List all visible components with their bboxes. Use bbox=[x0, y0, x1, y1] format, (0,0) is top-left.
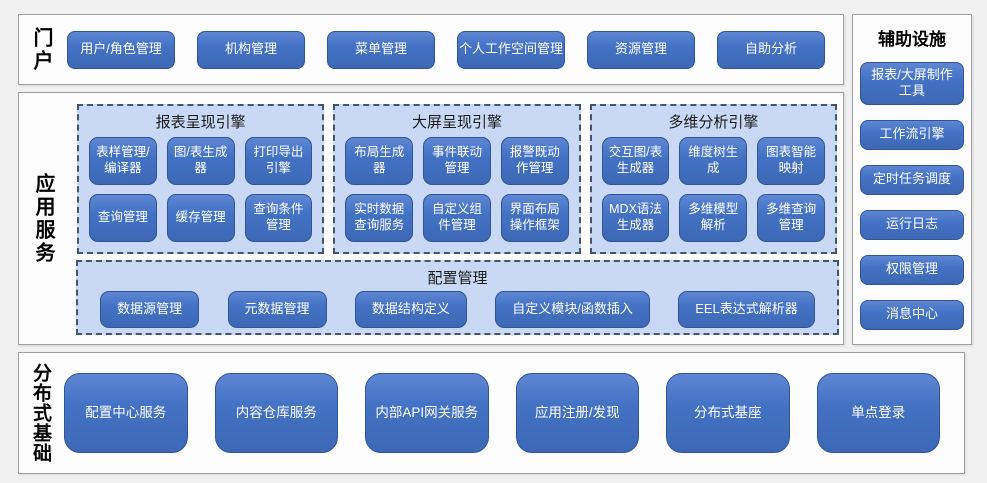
node-multidim-query-mgmt: 多维查询管理 bbox=[757, 194, 825, 242]
node-cache-mgmt: 缓存管理 bbox=[166, 194, 235, 242]
distributed-foundation-label: 分布式基础 bbox=[30, 363, 51, 463]
node-scheduled-task-dispatch: 定时任务调度 bbox=[860, 164, 964, 195]
portal-section: 门户 用户/角色管理 机构管理 菜单管理 个人工作空间管理 资源管理 自助分析 bbox=[18, 14, 844, 85]
node-single-sign-on: 单点登录 bbox=[816, 373, 940, 453]
node-app-registration-discovery: 应用注册/发现 bbox=[515, 373, 639, 453]
node-datasource-mgmt: 数据源管理 bbox=[100, 291, 200, 328]
node-config-center-service: 配置中心服务 bbox=[64, 373, 188, 453]
olap-analysis-engine-grid: 交互图/表生成器 维度树生成 图表智能映射 MDX语法生成器 多维模型解析 多维… bbox=[592, 135, 835, 252]
node-workflow-engine: 工作流引擎 bbox=[860, 119, 964, 150]
portal-section-label: 门户 bbox=[30, 26, 52, 73]
distributed-button-row: 配置中心服务 内容仓库服务 内部API网关服务 应用注册/发现 分布式基座 单点… bbox=[64, 373, 940, 453]
node-personal-workspace-mgmt: 个人工作空间管理 bbox=[457, 30, 565, 69]
node-print-export-engine: 打印导出引擎 bbox=[244, 137, 313, 185]
dashboard-render-engine-panel: 大屏呈现引擎 布局生成器 事件联动管理 报警既动作管理 实时数据查询服务 自定义… bbox=[333, 104, 581, 254]
node-dimension-tree-generation: 维度树生成 bbox=[679, 137, 748, 185]
node-custom-module-function-insert: 自定义模块/函数插入 bbox=[495, 291, 650, 328]
report-render-engine-panel: 报表呈现引擎 表样管理/编译器 图/表生成器 打印导出引擎 查询管理 缓存管理 … bbox=[77, 104, 325, 254]
dashboard-render-engine-title: 大屏呈现引擎 bbox=[411, 114, 502, 131]
portal-button-row: 用户/角色管理 机构管理 菜单管理 个人工作空间管理 资源管理 自助分析 bbox=[67, 30, 825, 69]
node-menu-mgmt: 菜单管理 bbox=[327, 30, 435, 69]
config-mgmt-title: 配置管理 bbox=[427, 270, 488, 287]
report-render-engine-title: 报表呈现引擎 bbox=[155, 114, 246, 131]
app-services-section: 应用服务 报表呈现引擎 表样管理/编译器 图/表生成器 打印导出引擎 查询管理 … bbox=[18, 92, 844, 345]
distributed-foundation-section: 分布式基础 配置中心服务 内容仓库服务 内部API网关服务 应用注册/发现 分布… bbox=[18, 352, 965, 474]
node-data-structure-definition: 数据结构定义 bbox=[354, 291, 467, 328]
node-event-linkage-mgmt: 事件联动管理 bbox=[423, 137, 491, 185]
node-internal-api-gateway-service: 内部API网关服务 bbox=[365, 373, 489, 453]
node-multidim-model-parsing: 多维模型解析 bbox=[679, 194, 748, 242]
node-mdx-syntax-generator: MDX语法生成器 bbox=[601, 194, 670, 242]
node-run-log: 运行日志 bbox=[860, 209, 964, 240]
olap-analysis-engine-title: 多维分析引擎 bbox=[668, 114, 759, 131]
node-report-dashboard-authoring-tool: 报表/大屏制作工具 bbox=[860, 62, 964, 105]
auxiliary-facilities-label: 辅助设施 bbox=[878, 30, 946, 49]
node-user-role-mgmt: 用户/角色管理 bbox=[67, 30, 175, 69]
node-query-mgmt: 查询管理 bbox=[89, 194, 157, 242]
auxiliary-facilities-section: 辅助设施 报表/大屏制作工具 工作流引擎 定时任务调度 运行日志 权限管理 消息… bbox=[852, 14, 972, 345]
node-query-condition-mgmt: 查询条件管理 bbox=[244, 194, 313, 242]
engine-panel-row: 报表呈现引擎 表样管理/编译器 图/表生成器 打印导出引擎 查询管理 缓存管理 … bbox=[77, 104, 837, 254]
report-render-engine-grid: 表样管理/编译器 图/表生成器 打印导出引擎 查询管理 缓存管理 查询条件管理 bbox=[79, 135, 322, 252]
node-ui-layout-framework: 界面布局操作框架 bbox=[500, 194, 569, 242]
node-metadata-mgmt: 元数据管理 bbox=[227, 291, 327, 328]
node-report-template-mgmt-compiler: 表样管理/编译器 bbox=[89, 137, 157, 185]
dashboard-render-engine-grid: 布局生成器 事件联动管理 报警既动作管理 实时数据查询服务 自定义组件管理 界面… bbox=[335, 135, 578, 252]
node-interactive-chart-generator: 交互图/表生成器 bbox=[601, 137, 670, 185]
node-eel-expression-parser: EEL表达式解析器 bbox=[678, 291, 815, 328]
node-resource-mgmt: 资源管理 bbox=[587, 30, 695, 69]
node-custom-component-mgmt: 自定义组件管理 bbox=[423, 194, 491, 242]
node-self-service-analysis: 自助分析 bbox=[717, 30, 825, 69]
node-realtime-data-query-service: 实时数据查询服务 bbox=[345, 194, 414, 242]
node-message-center: 消息中心 bbox=[860, 299, 964, 330]
olap-analysis-engine-panel: 多维分析引擎 交互图/表生成器 维度树生成 图表智能映射 MDX语法生成器 多维… bbox=[589, 104, 837, 254]
node-layout-generator: 布局生成器 bbox=[345, 137, 414, 185]
node-content-repository-service: 内容仓库服务 bbox=[214, 373, 338, 453]
node-chart-smart-mapping: 图表智能映射 bbox=[757, 137, 825, 185]
config-mgmt-row: 数据源管理 元数据管理 数据结构定义 自定义模块/函数插入 EEL表达式解析器 bbox=[78, 291, 837, 336]
node-alarm-action-mgmt: 报警既动作管理 bbox=[500, 137, 569, 185]
node-org-mgmt: 机构管理 bbox=[197, 30, 305, 69]
app-services-section-label: 应用服务 bbox=[32, 172, 54, 265]
config-mgmt-panel: 配置管理 数据源管理 元数据管理 数据结构定义 自定义模块/函数插入 EEL表达… bbox=[76, 260, 839, 335]
node-distributed-base: 分布式基座 bbox=[666, 373, 790, 453]
node-chart-table-generator: 图/表生成器 bbox=[166, 137, 235, 185]
node-permission-mgmt: 权限管理 bbox=[860, 254, 964, 285]
